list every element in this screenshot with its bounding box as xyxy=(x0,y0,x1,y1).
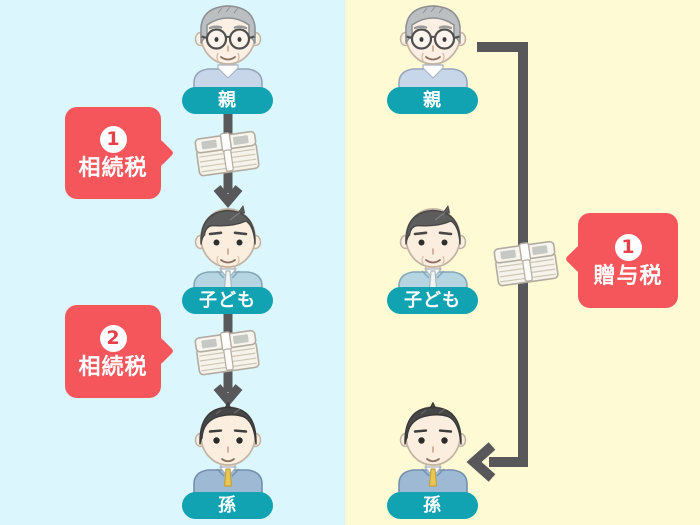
badge-label: 相続税 xyxy=(78,354,148,380)
grandchild-illustration xyxy=(192,402,264,494)
money-stack-icon xyxy=(193,327,261,376)
money-stack-icon xyxy=(193,128,261,177)
adult-child-illustration xyxy=(397,204,469,296)
badge-number: 1 xyxy=(99,126,127,153)
inheritance-panel-background xyxy=(0,0,345,525)
label-parent-left: 親 xyxy=(182,87,273,114)
elderly-parent-illustration xyxy=(192,4,264,93)
label-grandchild-right: 孫 xyxy=(387,492,478,519)
badge-label: 贈与税 xyxy=(593,263,663,289)
badge-label: 相続税 xyxy=(78,156,148,181)
label-parent-right: 親 xyxy=(387,87,478,114)
label-child-right: 子ども xyxy=(387,287,478,314)
adult-child-illustration xyxy=(192,204,264,296)
money-stack-icon xyxy=(492,238,560,287)
badge-number: 1 xyxy=(614,233,642,261)
label-child-left: 子ども xyxy=(182,287,273,314)
grandchild-illustration xyxy=(397,402,469,494)
elderly-parent-illustration xyxy=(397,4,469,93)
label-grandchild-left: 孫 xyxy=(182,492,273,519)
inheritance-tax-badge-2: 2 相続税 xyxy=(65,305,161,398)
badge-number: 2 xyxy=(99,324,127,352)
gift-tax-badge-1: 1 贈与税 xyxy=(578,213,678,308)
inheritance-tax-badge-1: 1 相続税 xyxy=(65,107,161,199)
